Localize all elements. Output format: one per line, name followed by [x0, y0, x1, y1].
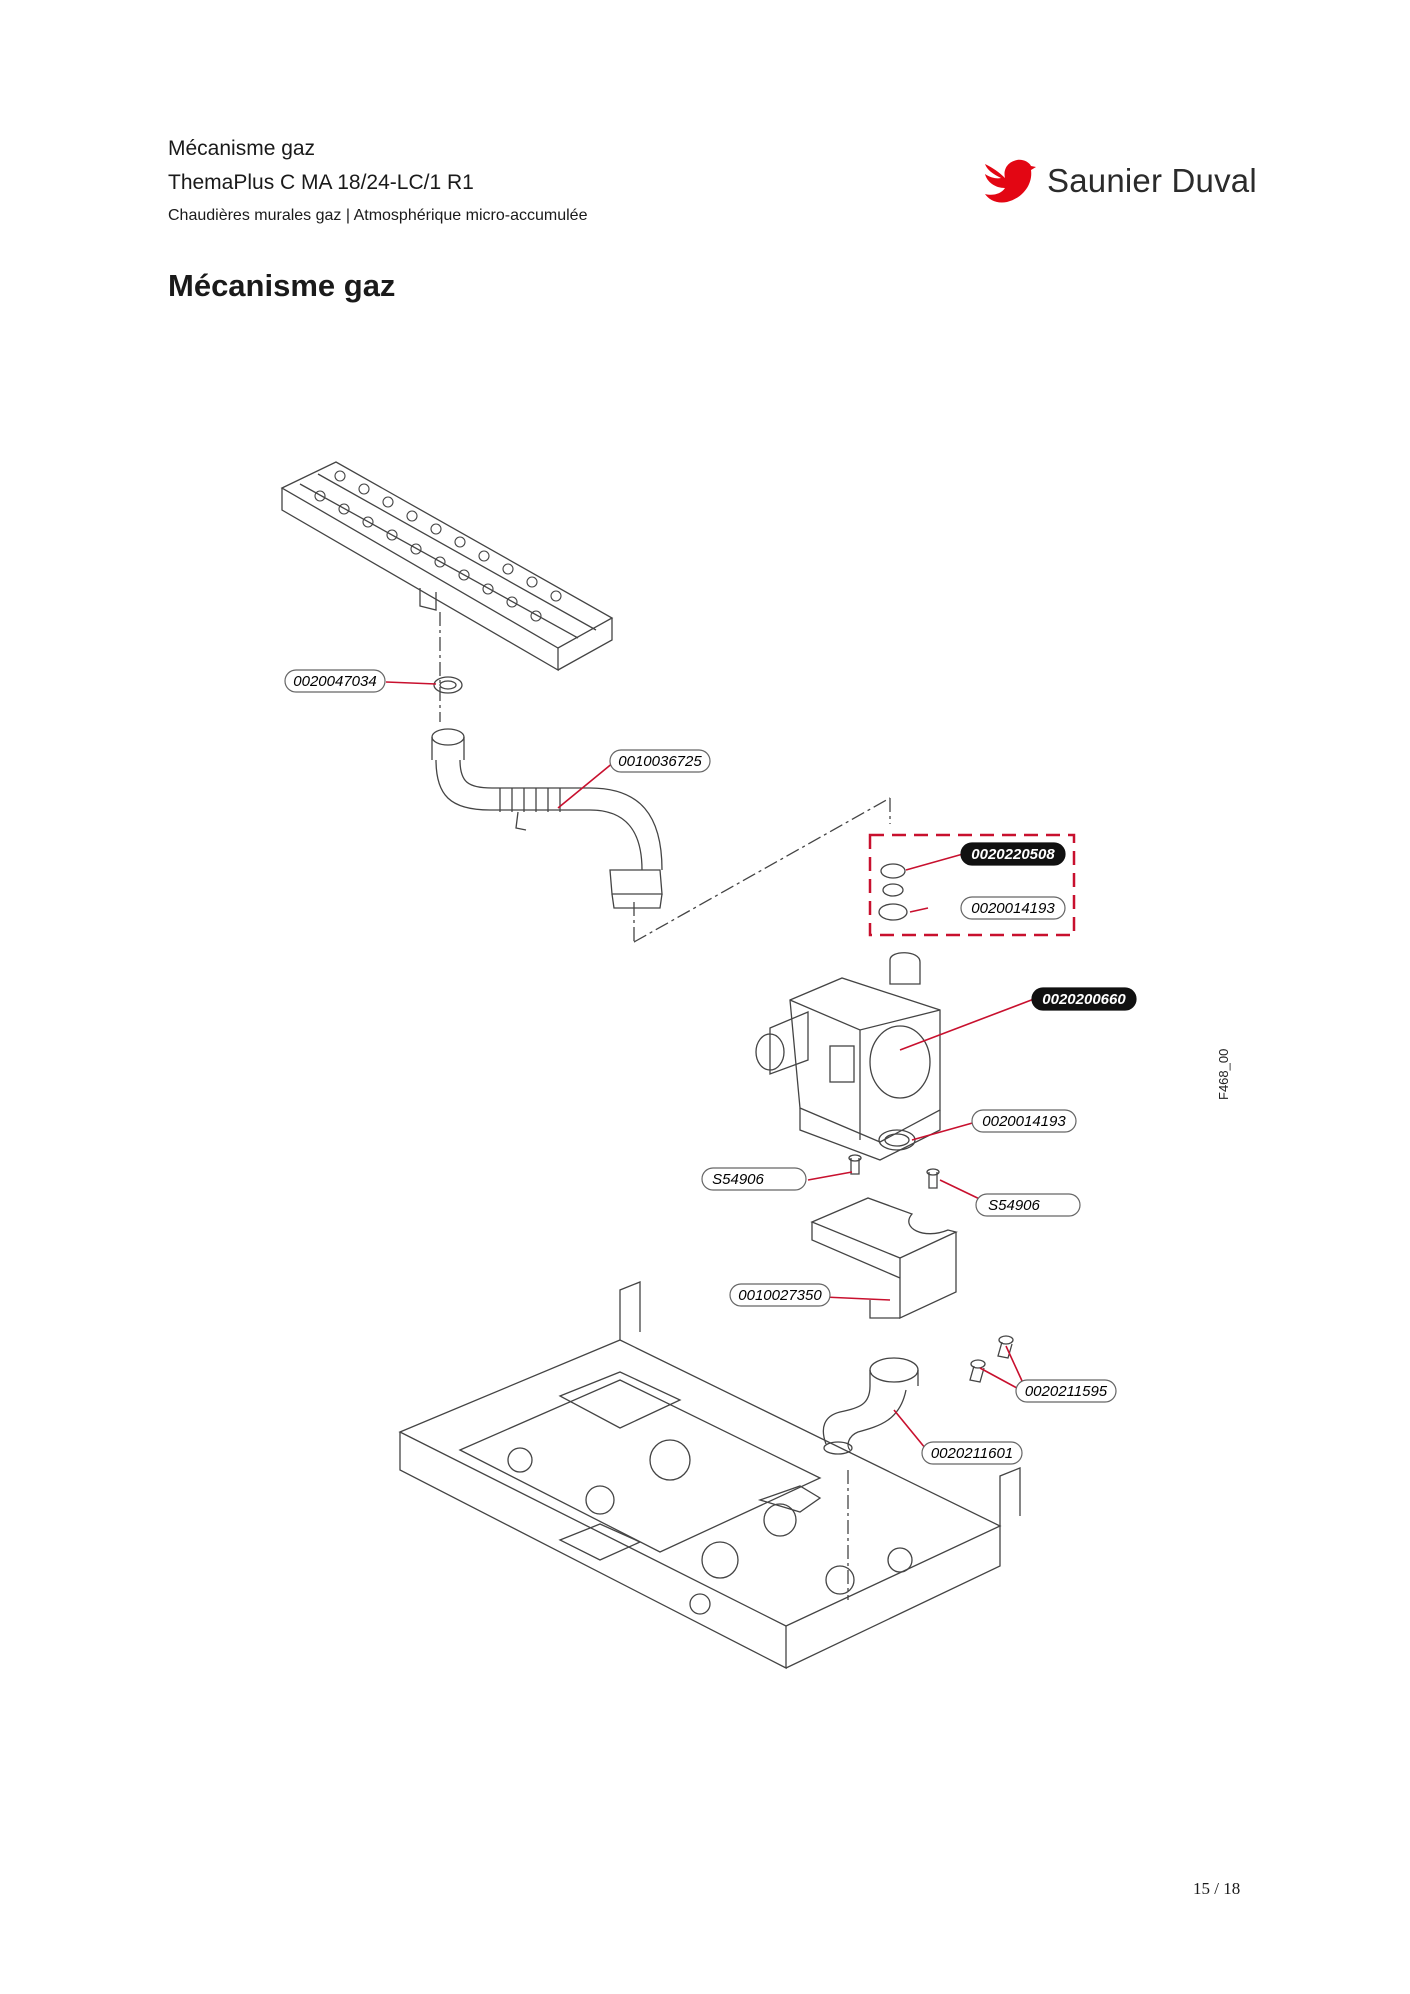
callout-label: 0020200660	[1042, 991, 1126, 1008]
connector-elbow	[822, 1357, 919, 1455]
page-heading: Mécanisme gaz	[168, 268, 396, 303]
brand-logo: Saunier Duval	[983, 158, 1257, 204]
o-ring-valve	[878, 1129, 916, 1151]
callout-c11: 0020211601	[921, 1441, 1023, 1465]
callout-c4: 0020014193	[960, 896, 1066, 920]
screw-right	[926, 1168, 940, 1189]
bird-logo-icon	[985, 159, 1036, 203]
logo-text: Saunier Duval	[1047, 162, 1257, 199]
header-subtitle: Chaudières murales gaz | Atmosphérique m…	[168, 207, 588, 224]
gas-valve	[755, 952, 941, 1161]
washer-top	[433, 676, 463, 694]
callout-c9: 0010027350	[729, 1283, 831, 1307]
callout-label: 0020211595	[1025, 1383, 1108, 1400]
callout-c5: 0020200660	[1031, 987, 1137, 1011]
callout-c6: 0020014193	[971, 1109, 1077, 1133]
figure-code: F468_00	[1216, 1049, 1231, 1100]
callout-label: S54906	[712, 1171, 764, 1188]
callout-label: 0020014193	[982, 1113, 1066, 1130]
kit-frame	[868, 833, 1076, 937]
screw-left	[848, 1154, 862, 1175]
callout-label: S54906	[988, 1197, 1040, 1214]
page-number: 15 / 18	[1193, 1879, 1241, 1898]
gas-pipe	[431, 728, 663, 909]
boiler-frame	[398, 1281, 1021, 1670]
callout-c7: S54906	[701, 1167, 807, 1191]
header-title: Mécanisme gaz	[168, 137, 316, 160]
mounting-bracket	[810, 1197, 958, 1320]
callout-label: 0020211601	[931, 1445, 1013, 1462]
callout-label: 0020047034	[293, 673, 376, 690]
callout-label: 0020014193	[971, 900, 1055, 917]
callout-label: 0010036725	[618, 753, 702, 770]
callout-c8: S54906	[975, 1193, 1081, 1217]
callout-c2: 0010036725	[609, 749, 711, 773]
callout-c3: 0020220508	[960, 842, 1066, 866]
kit-rings	[878, 863, 908, 921]
callout-label: 0010027350	[738, 1287, 822, 1304]
screw-pair	[969, 1335, 1014, 1383]
callout-label: 0020220508	[971, 846, 1055, 863]
callout-c10: 0020211595	[1015, 1379, 1117, 1403]
callout-c1: 0020047034	[284, 669, 386, 693]
header-model: ThemaPlus C MA 18/24-LC/1 R1	[168, 171, 474, 194]
burner-rail	[280, 461, 614, 672]
